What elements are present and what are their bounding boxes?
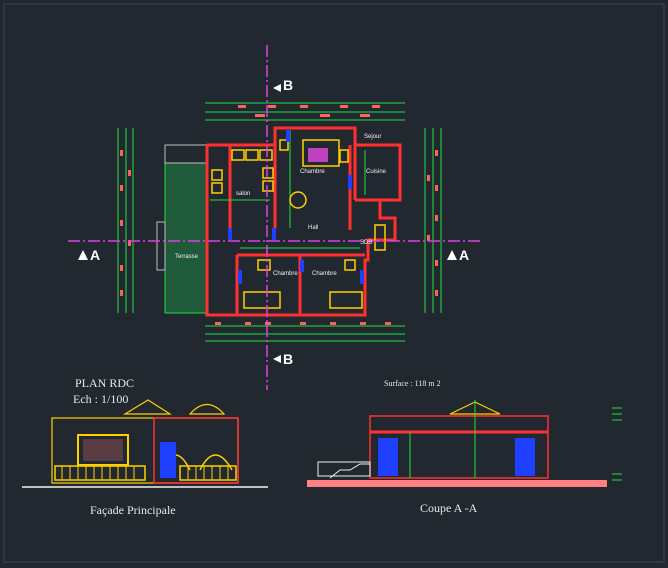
- room-label-sdb: SDB: [360, 240, 372, 246]
- bed-cover: [308, 148, 328, 162]
- furniture: [211, 139, 386, 309]
- section-marker-a-left: A: [78, 247, 100, 263]
- inner-lines: [210, 130, 366, 249]
- terrace-step: [156, 221, 166, 271]
- room-label-chambre-right: Chambre: [312, 271, 337, 277]
- plan-surface: Surface : 118 m 2: [384, 379, 441, 388]
- room-label-chambre-top: Chambre: [300, 169, 325, 175]
- room-label-sejour: Sejour: [364, 134, 381, 140]
- facade-title: Façade Principale: [90, 503, 176, 517]
- section-label-a-left: A: [90, 247, 100, 263]
- room-label-chambre-left: Chambre: [273, 271, 298, 277]
- dim-right: [424, 128, 442, 313]
- section-label-b-top: B: [283, 77, 293, 93]
- section-label-b-bottom: B: [283, 351, 293, 367]
- dim-right-ticks: [427, 150, 438, 296]
- dim-top: [205, 102, 405, 121]
- dim-bottom: [205, 325, 405, 342]
- doors: [228, 130, 364, 284]
- section-title: Coupe A -A: [420, 501, 478, 515]
- sheet-frame: [3, 3, 665, 563]
- floor-plan: B B A A Sejour Chambre Cuisine salon Hal…: [68, 45, 480, 390]
- terrace-area: [164, 162, 208, 314]
- dim-bottom-ticks: [215, 322, 391, 325]
- room-label-cuisine: Cuisine: [366, 169, 387, 175]
- section-drawing: [307, 400, 622, 487]
- terrace-top: [164, 144, 208, 164]
- room-label-salon: salon: [236, 191, 250, 197]
- section-label-a-right: A: [459, 247, 469, 263]
- dim-left-ticks: [120, 150, 131, 296]
- dim-top-ticks: [238, 105, 380, 117]
- dim-left: [117, 128, 134, 313]
- facade-drawing: [22, 399, 268, 488]
- section-marker-b-bottom: B: [273, 351, 293, 367]
- room-label-hall: Hall: [308, 225, 318, 231]
- room-label-terrasse: Terrasse: [175, 254, 199, 260]
- section-marker-b-top: B: [273, 77, 293, 93]
- section-marker-a-right: A: [447, 247, 469, 263]
- plan-scale: Ech : 1/100: [73, 392, 128, 406]
- plan-title: PLAN RDC: [75, 376, 134, 390]
